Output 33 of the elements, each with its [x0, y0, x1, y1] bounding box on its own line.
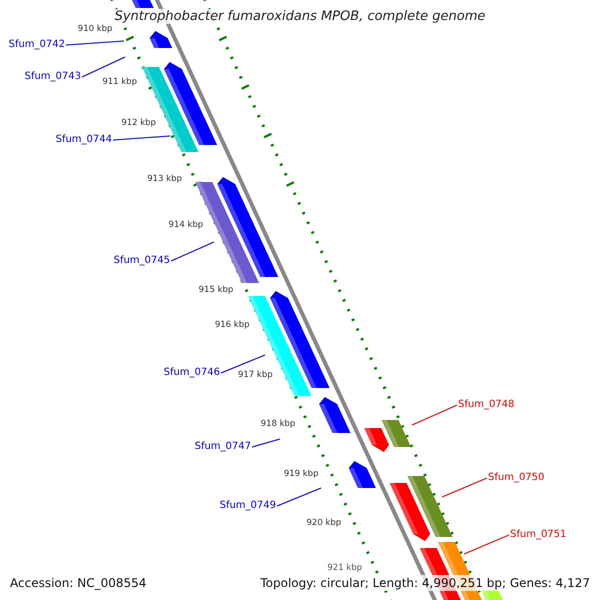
position-label: 911 kbp — [102, 77, 137, 87]
position-label: 920 kbp — [306, 518, 342, 528]
position-label: 919 kbp — [284, 469, 318, 479]
gene-label: Sfum_0750 — [488, 472, 544, 484]
position-label: 912 kbp — [121, 118, 156, 128]
position-label: 921 kbp — [327, 563, 362, 573]
position-label: 910 kbp — [78, 24, 112, 34]
footer-text: Accession: NC_008554 — [10, 575, 146, 591]
gene-label: Sfum_0745 — [114, 255, 170, 267]
position-label: 914 kbp — [168, 220, 204, 230]
gene-label: Sfum_0751 — [510, 529, 566, 541]
leader-line — [464, 534, 510, 554]
leader-line — [442, 478, 488, 498]
leader-line — [112, 136, 170, 140]
position-label: 913 kbp — [147, 174, 182, 184]
gene-label: Sfum_0748 — [458, 399, 514, 411]
leader-line — [276, 488, 322, 506]
gene-label: Sfum_0744 — [56, 134, 112, 146]
gene-label: Sfum_0747 — [194, 441, 251, 453]
position-label: 916 kbp — [214, 320, 250, 330]
leader-line — [412, 404, 458, 426]
leader-line — [252, 438, 280, 448]
gene-label: Sfum_0742 — [8, 39, 65, 51]
position-label: 917 kbp — [238, 370, 273, 380]
leader-line — [220, 354, 266, 374]
gene-label: Sfum_0746 — [164, 367, 220, 379]
leader-line — [82, 56, 126, 78]
position-label: 918 kbp — [260, 419, 296, 429]
position-label: 915 kbp — [198, 285, 234, 295]
gene-label: Sfum_0743 — [24, 71, 81, 83]
leader-line — [66, 40, 124, 46]
gene-label: Sfum_0749 — [220, 500, 276, 512]
leader-line — [170, 242, 214, 262]
